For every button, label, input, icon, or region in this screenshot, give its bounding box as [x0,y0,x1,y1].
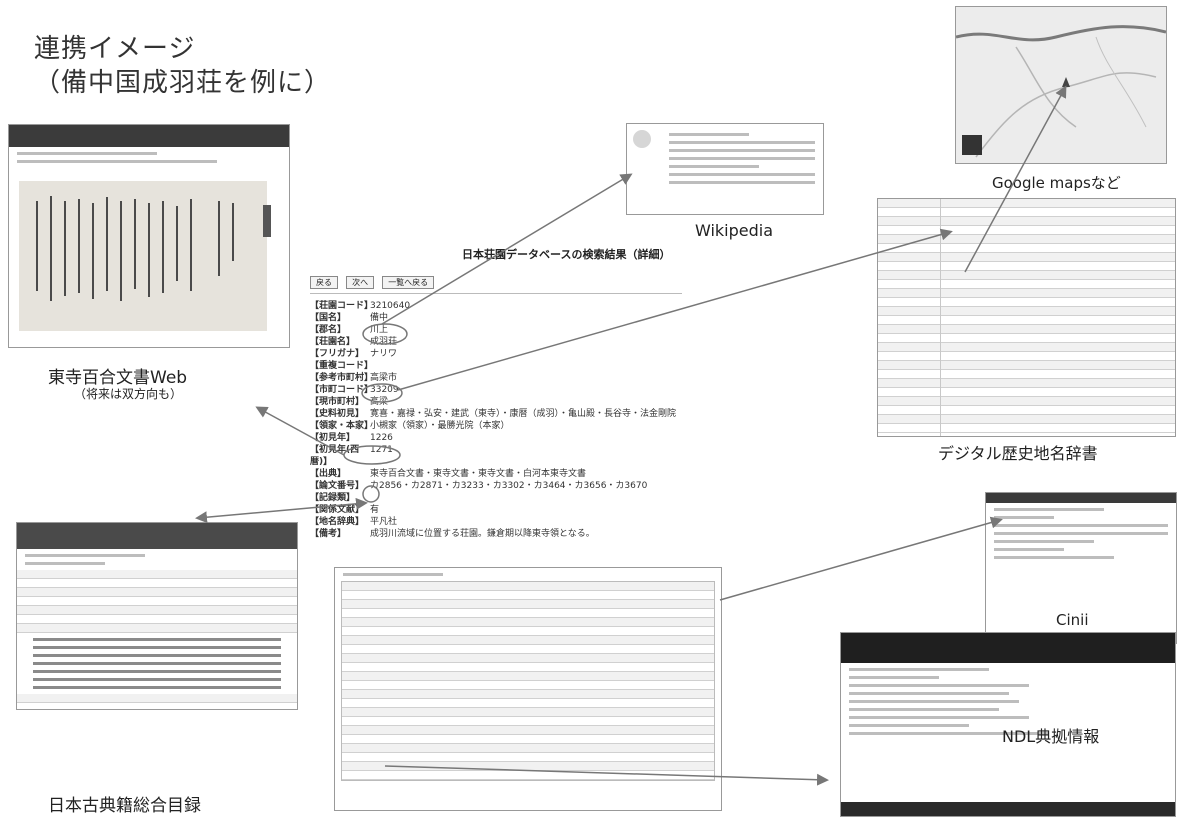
ndl-header-bar [841,633,1175,663]
wikipedia-screenshot [626,123,824,215]
document-scan-image [19,181,267,331]
label-kotenseki: 日本古典籍総合目録 [48,791,201,816]
zoom-control[interactable] [263,205,271,237]
label-ndl: NDL典拠情報 [1002,723,1099,747]
kotenseki-screenshot [16,522,298,710]
label-google-maps: Google mapsなど [992,172,1121,193]
result-row: 【関係文献】有 [310,504,682,516]
result-row: 【国名】備中 [310,312,682,324]
result-row: 【荘園名】成羽荘 [310,336,682,348]
result-row: 【郡名】川上 [310,324,682,336]
result-row: 【重複コード】 [310,360,682,372]
google-maps-screenshot [955,6,1167,164]
result-row: 【初見年】1226 [310,432,682,444]
result-row: 【論文番号】カ2856・カ2871・カ3233・カ3302・カ3464・カ365… [310,480,682,492]
result-row: 【参考市町村】高梁市 [310,372,682,384]
result-row: 【領家・本家】小槻家（領家）・最勝光院（本家） [310,420,682,432]
map-drawing [956,7,1166,163]
label-wikipedia: Wikipedia [695,221,773,240]
title-line-2: （備中国成羽荘を例に） [34,66,331,100]
result-row: 【初見年(西暦)】1271 [310,444,682,468]
toji-header-bar [9,125,289,147]
label-digital-chimei: デジタル歴史地名辞書 [938,440,1098,464]
digital-chimei-screenshot [877,198,1176,437]
result-row: 【備考】成羽川流域に位置する荘園。鎌倉期以降東寺領となる。 [310,528,682,540]
kotenseki-header-bar [17,523,297,549]
back-button[interactable]: 戻る [310,276,338,289]
label-toji-sub: （将来は双方向も） [74,385,182,402]
next-button[interactable]: 次へ [346,276,374,289]
table-screenshot [334,567,722,811]
result-row: 【フリガナ】ナリワ [310,348,682,360]
label-cinii: Cinii [1056,611,1088,629]
result-row: 【荘園コード】3210640 [310,300,682,312]
title-line-1: 連携イメージ [34,32,331,66]
shoen-result-panel: 戻る 次へ 一覧へ戻る 【荘園コード】3210640 【国名】備中 【郡名】川上… [310,268,682,558]
wikipedia-logo-icon [633,130,651,148]
result-row: 【現市町村】高梁 [310,396,682,408]
toji-screenshot [8,124,290,348]
arrow-to-cinii [720,520,1000,600]
page-title: 連携イメージ （備中国成羽荘を例に） [34,32,331,100]
center-title: 日本荘園データベースの検索結果（詳細） [462,246,670,262]
result-toolbar: 戻る 次へ 一覧へ戻る [310,268,682,294]
list-button[interactable]: 一覧へ戻る [382,276,434,289]
result-row: 【出典】東寺百合文書・東寺文書・東寺文書・白河本東寺文書 [310,468,682,480]
result-row: 【記録類】 [310,492,682,504]
manuscript-drawing [19,181,267,331]
result-row: 【地名辞典】平凡社 [310,516,682,528]
result-row: 【史料初見】寛喜・嘉禄・弘安・建武（東寺）・康暦（成羽）・亀山殿・長谷寺・法金剛… [310,408,682,420]
result-row: 【市町コード】33209 [310,384,682,396]
